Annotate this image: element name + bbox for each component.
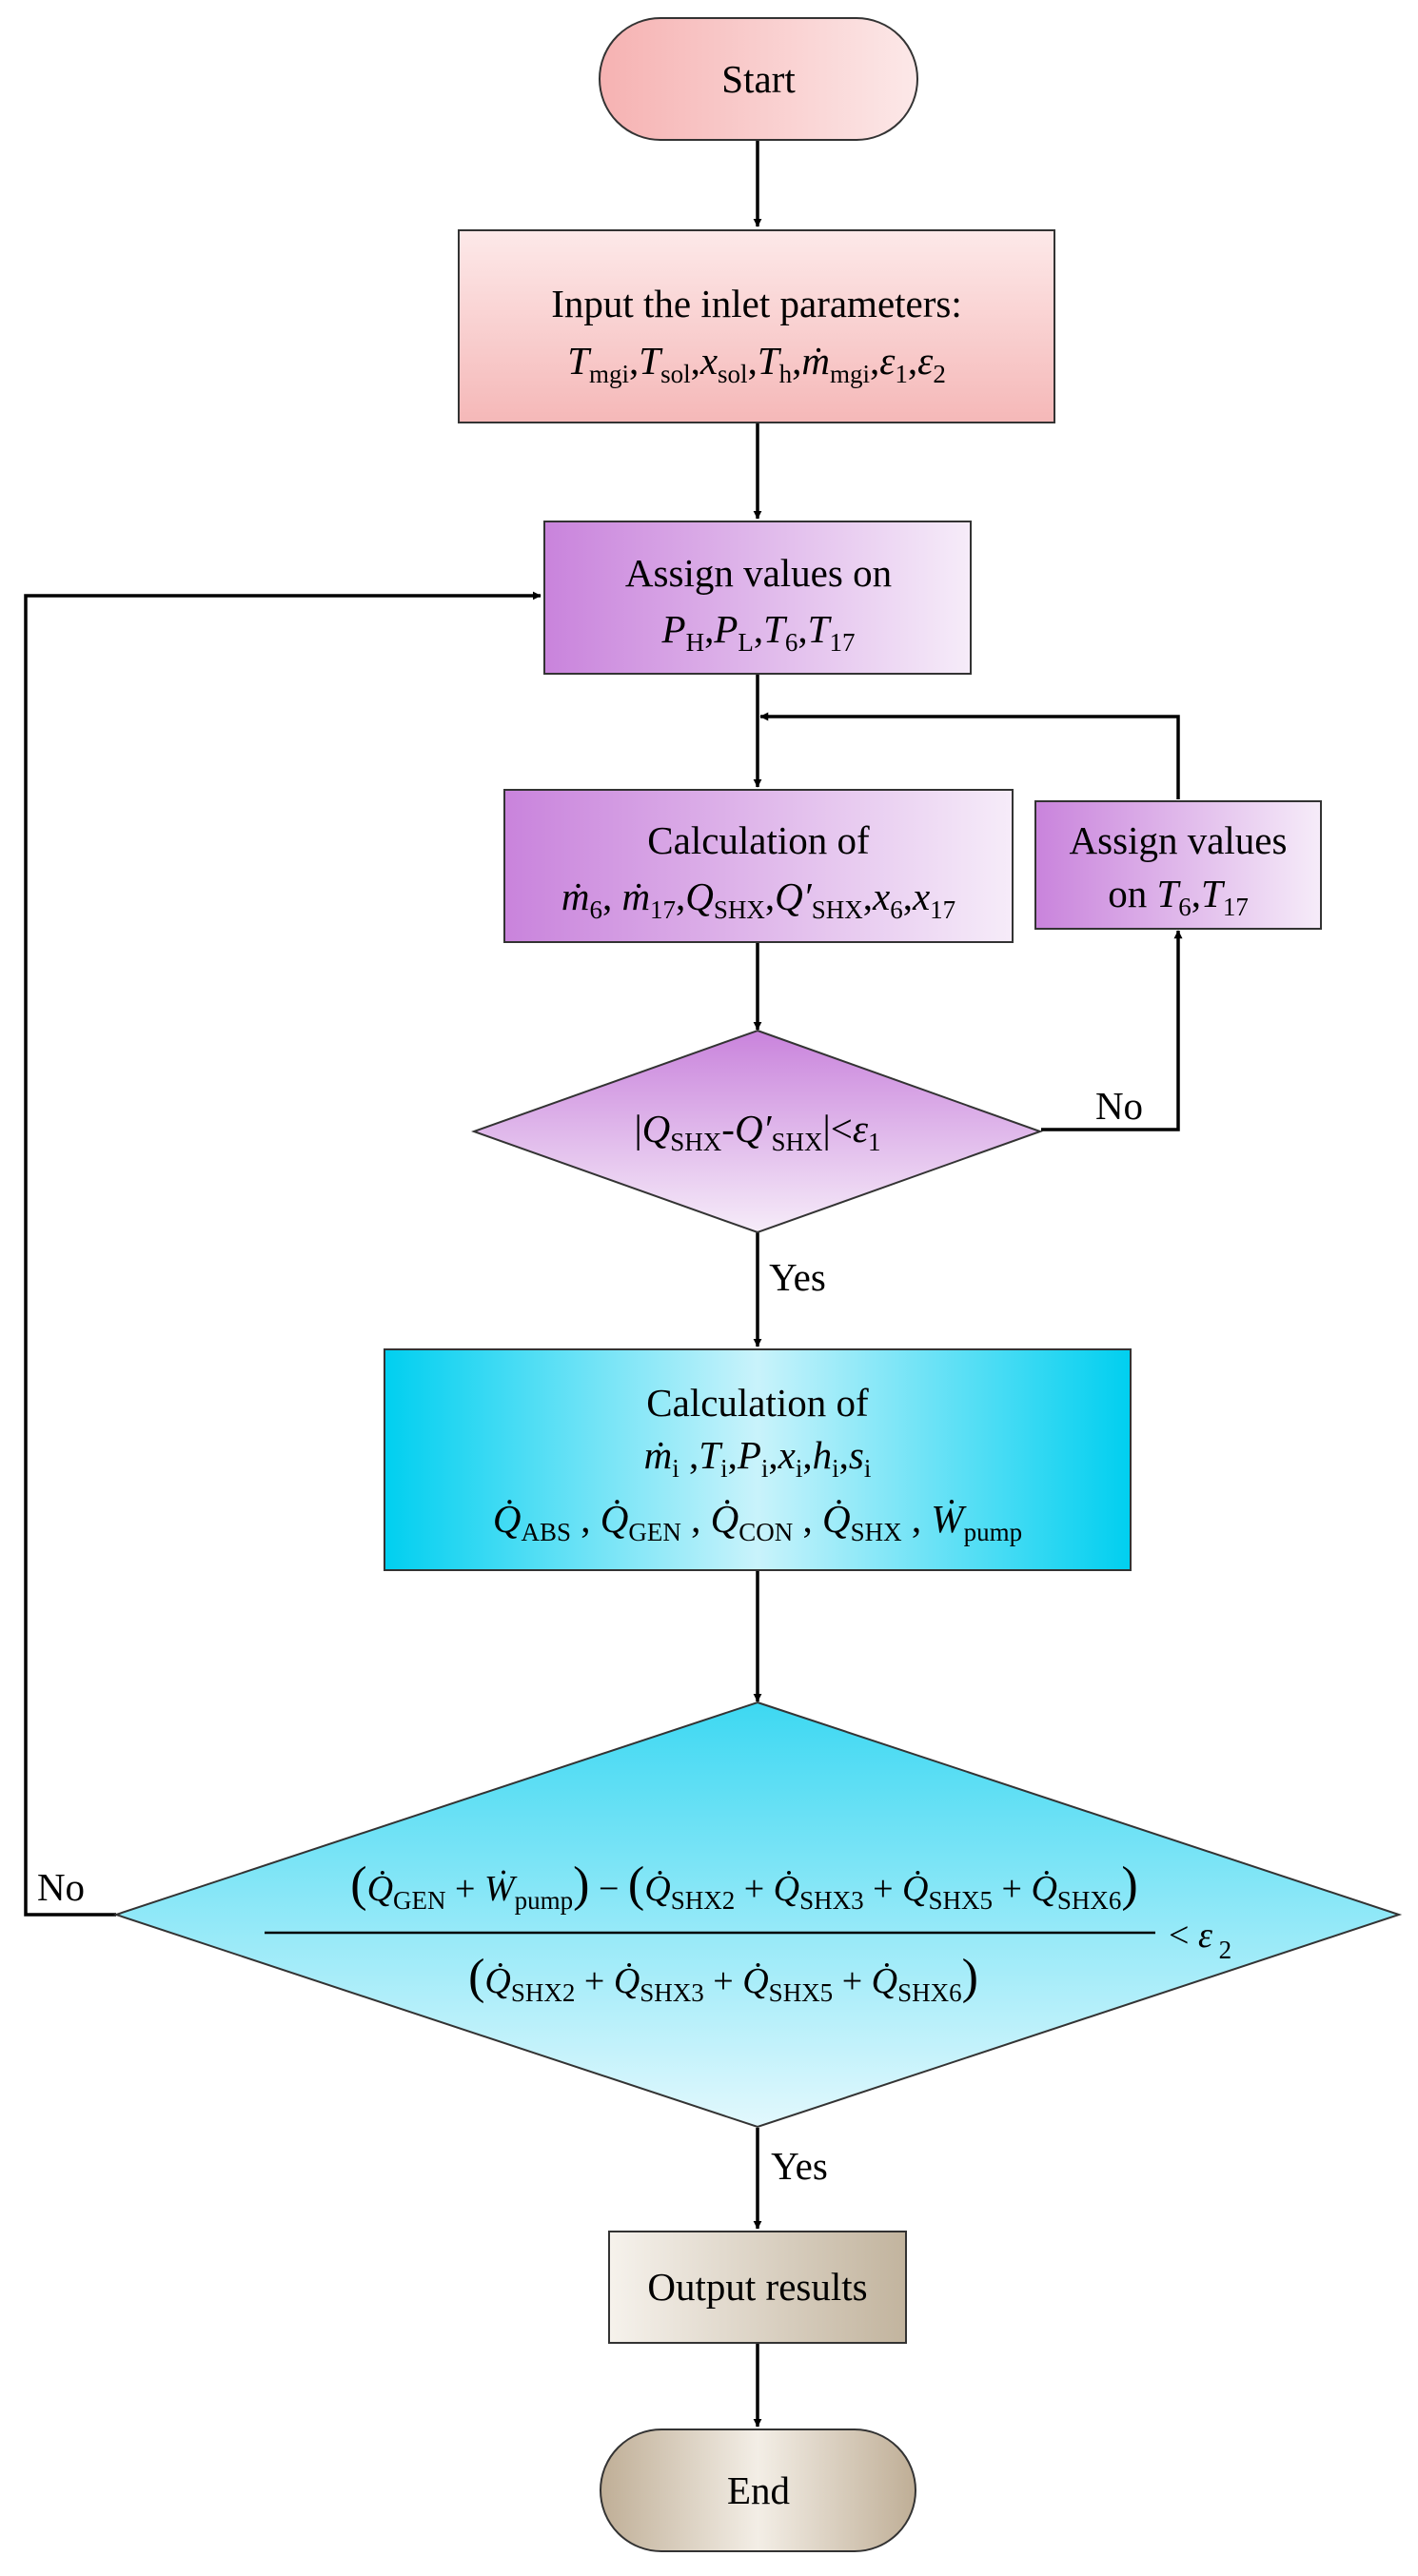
arrow-no-to-assign-outer bbox=[24, 591, 542, 1917]
end-node: End bbox=[600, 2429, 916, 2552]
check-outer-rhs: < ε 2 bbox=[1169, 1916, 1231, 1964]
output-label: Output results bbox=[647, 2265, 867, 2309]
calc-inner-params: ṁ6, ṁ17,QSHX,Q′SHX,x6,x17 bbox=[561, 875, 955, 924]
check-outer-node: (Q̇GEN + Ẇpump) − (Q̇SHX2 + Q̇SHX3 + Q̇S… bbox=[37, 1701, 1403, 2188]
check-inner-no-label: No bbox=[1095, 1084, 1143, 1128]
assign-outer-label: Assign values on bbox=[625, 551, 892, 595]
check-outer-yes-label: Yes bbox=[771, 2144, 828, 2188]
calc-full-box bbox=[384, 1348, 1132, 1571]
check-inner-condition: |QSHX-Q′SHX|<ε1 bbox=[634, 1107, 880, 1156]
check-inner-diamond bbox=[471, 1029, 1043, 1234]
input-params: Tmgi,Tsol,xsol,Th,ṁmgi,ε1,ε2 bbox=[567, 339, 946, 388]
arrow-assign-inner-loop bbox=[759, 712, 1180, 799]
assign-inner-box bbox=[1034, 800, 1322, 930]
assign-inner-node: Assign values on T6,T17 bbox=[1034, 800, 1322, 930]
output-node: Output results bbox=[608, 2231, 907, 2344]
calc-inner-node: Calculation of ṁ6, ṁ17,QSHX,Q′SHX,x6,x17 bbox=[503, 789, 1014, 943]
connectors bbox=[24, 141, 1183, 2428]
assign-outer-box bbox=[543, 521, 972, 675]
start-node: Start bbox=[599, 17, 918, 141]
assign-inner-line2: on T6,T17 bbox=[1108, 872, 1249, 921]
arrow-no-to-assign-inner bbox=[1041, 930, 1183, 1131]
calc-inner-label: Calculation of bbox=[647, 818, 870, 862]
assign-outer-params: PH,PL,T6,T17 bbox=[661, 607, 856, 657]
output-box bbox=[608, 2231, 907, 2344]
input-node: Input the inlet parameters: Tmgi,Tsol,xs… bbox=[458, 229, 1055, 423]
check-inner-node: |QSHX-Q′SHX|<ε1 No Yes bbox=[471, 1029, 1143, 1299]
calc-full-node: Calculation of ṁi ,Ti,Pi,xi,hi,si Q̇ABS … bbox=[384, 1348, 1132, 1571]
input-box bbox=[458, 229, 1055, 423]
end-terminal bbox=[600, 2429, 916, 2552]
check-outer-diamond bbox=[112, 1701, 1403, 2129]
start-terminal bbox=[599, 17, 918, 141]
check-outer-numerator: (Q̇GEN + Ẇpump) − (Q̇SHX2 + Q̇SHX3 + Q̇S… bbox=[350, 1858, 1138, 1915]
assign-inner-on: on bbox=[1108, 872, 1147, 915]
end-label: End bbox=[727, 2468, 790, 2512]
check-outer-no-label: No bbox=[37, 1865, 85, 1909]
assign-inner-line1: Assign values bbox=[1070, 818, 1288, 862]
assign-outer-node: Assign values on PH,PL,T6,T17 bbox=[543, 521, 972, 675]
calc-full-params-line1: ṁi ,Ti,Pi,xi,hi,si bbox=[644, 1433, 872, 1483]
calc-full-label: Calculation of bbox=[646, 1381, 869, 1425]
check-inner-yes-label: Yes bbox=[769, 1255, 826, 1299]
calc-full-params-line2: Q̇ABS , Q̇GEN , Q̇CON , Q̇SHX , Ẇpump bbox=[493, 1497, 1022, 1546]
calc-inner-box bbox=[503, 789, 1014, 943]
start-label: Start bbox=[721, 57, 796, 101]
input-label: Input the inlet parameters: bbox=[551, 282, 961, 325]
check-outer-denominator: (Q̇SHX2 + Q̇SHX3 + Q̇SHX5 + Q̇SHX6) bbox=[468, 1950, 978, 2007]
